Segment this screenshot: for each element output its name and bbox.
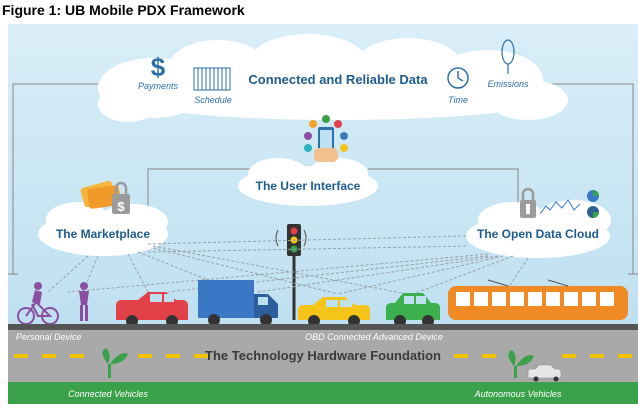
time-label: Time [448,95,468,105]
autonomous-vehicles-label: Autonomous Vehicles [474,389,562,399]
phone-apps-icon [304,115,348,162]
obd-label: OBD Connected Advanced Device [305,332,443,342]
marketplace-label: The Marketplace [56,227,150,241]
connected-data-title: Connected and Reliable Data [248,72,428,87]
open-data-cloud-label: The Open Data Cloud [477,227,599,241]
credit-card-lock-icon: $ [80,180,130,214]
dollar-icon: $ [151,52,166,82]
user-interface-cloud [238,158,378,206]
clock-icon [447,67,469,89]
svg-text:$: $ [117,199,125,214]
foundation-label: The Technology Hardware Foundation [205,348,441,363]
cyclist-icon [17,282,59,325]
framework-diagram: $ Payments Schedule Connected and Reliab… [8,24,638,404]
payments-label: Payments [138,81,179,91]
pedestrian-icon [79,282,89,321]
connected-vehicles-label: Connected Vehicles [68,389,148,399]
connection-arrows [47,235,529,297]
marketplace-cloud [38,202,168,256]
tree-icon [501,39,515,74]
top-cloud [98,34,568,122]
data-lock-charts-icon [520,187,599,218]
grass-strip [8,382,638,404]
calendar-icon [193,67,231,91]
svg-text:$: $ [151,52,166,82]
user-interface-label: The User Interface [256,179,361,193]
emissions-label: Emissions [487,79,529,89]
truck-icon [198,280,278,326]
lane-markings [14,354,632,358]
bus-icon [448,279,628,320]
road-top-band [8,324,638,330]
figure-title: Figure 1: UB Mobile PDX Framework [2,2,245,18]
personal-device-label: Personal Device [16,332,82,342]
autonomous-car-icon [508,350,562,382]
seedling-icon [102,348,128,378]
schedule-label: Schedule [194,95,232,105]
